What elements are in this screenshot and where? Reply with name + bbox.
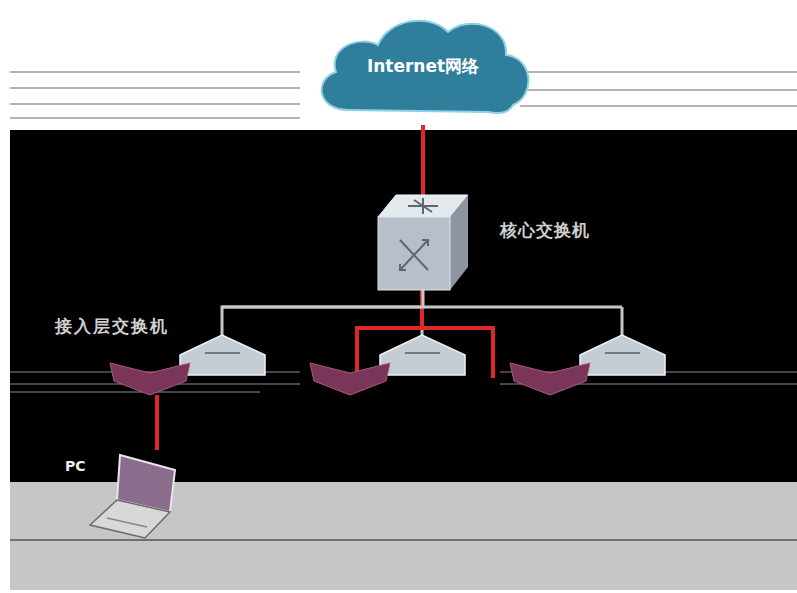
pc-laptop-outline [85, 450, 180, 540]
dark-band [10, 130, 797, 482]
band-line [10, 539, 797, 541]
scan-line [10, 71, 300, 73]
arrow-cross [400, 240, 428, 270]
switch-mark [605, 352, 640, 354]
switch-side [450, 195, 468, 290]
scan-line [520, 105, 797, 107]
internet-cloud: Internet网络 [308, 10, 538, 125]
laptop-base [90, 500, 170, 538]
node-label: Internet网络 [308, 55, 538, 78]
access-switch: 接入层交换机 [110, 335, 265, 395]
switch-symbol [400, 198, 438, 270]
scan-line [10, 117, 300, 119]
switch-mark [205, 352, 240, 354]
access-switch-outline [110, 335, 265, 395]
node-label: 核心交换机 [500, 219, 590, 242]
switch-body [580, 335, 665, 375]
network-link [155, 395, 159, 450]
arrow-cross [408, 198, 438, 214]
network-link [421, 125, 425, 195]
switch-body [380, 335, 465, 375]
scan-line [10, 391, 260, 392]
switch-mark [405, 352, 440, 354]
scan-line [520, 71, 797, 73]
node-label: PC [65, 458, 86, 474]
pc-laptop: PC [85, 450, 180, 540]
network-link [222, 290, 423, 335]
node-label: 接入层交换机 [55, 315, 169, 338]
laptop-keys [107, 518, 147, 527]
scan-line [520, 89, 797, 91]
switch-front [378, 217, 450, 290]
access-switch-icon [510, 335, 665, 395]
switch-chevron [510, 363, 590, 395]
scan-line [10, 103, 300, 105]
switch-body [180, 335, 265, 375]
core-switch: 核心交换机 [378, 195, 468, 290]
access-switch-icon [310, 335, 465, 395]
switch-chevron [110, 363, 190, 395]
switch-chevron [310, 363, 390, 395]
scan-line [10, 87, 300, 89]
core-switch-outline [378, 195, 468, 290]
